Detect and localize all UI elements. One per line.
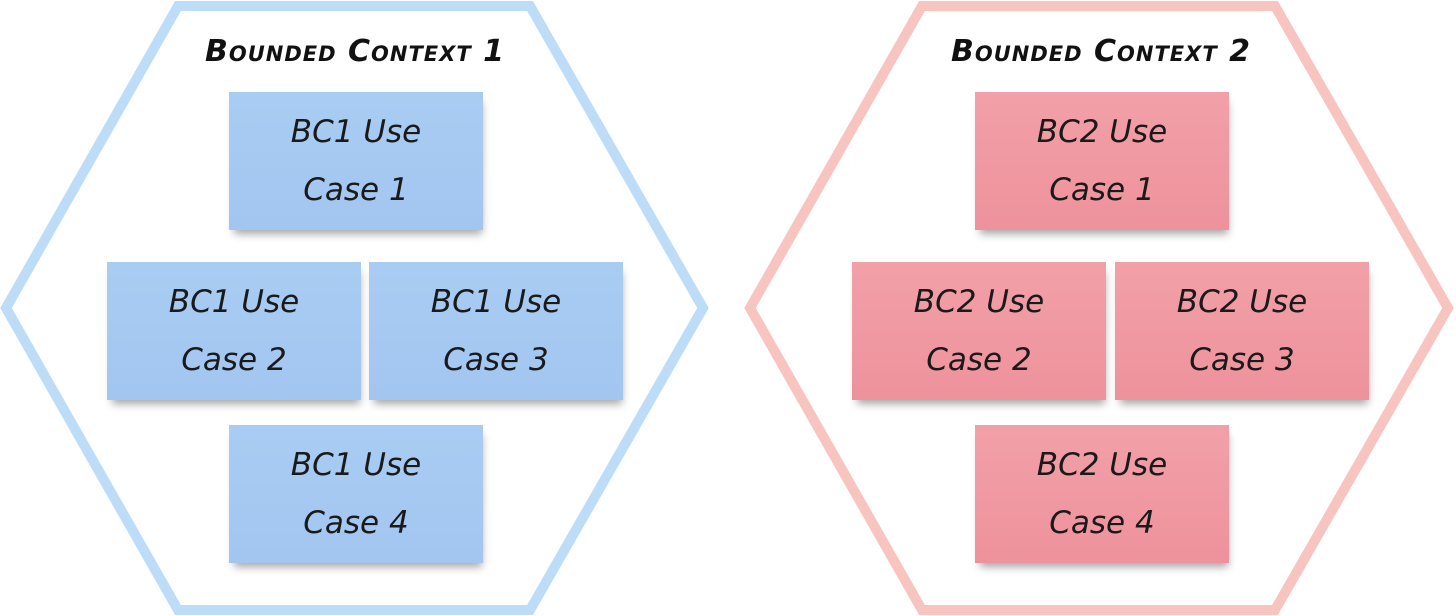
note-line-2: Case 2 bbox=[926, 342, 1032, 378]
note-line-2: Case 4 bbox=[1049, 505, 1155, 541]
note-line-1: BC1 Use bbox=[290, 114, 422, 150]
bc2-use-case-2-note[interactable]: BC2 Use Case 2 bbox=[852, 262, 1106, 400]
bc1-use-case-3-note[interactable]: BC1 Use Case 3 bbox=[369, 262, 623, 400]
note-line-1: BC2 Use bbox=[913, 284, 1045, 320]
bc1-use-case-2-note[interactable]: BC1 Use Case 2 bbox=[107, 262, 361, 400]
note-line-2: Case 4 bbox=[303, 505, 409, 541]
bounded-context-1-title: Bounded Context 1 bbox=[205, 34, 505, 69]
note-line-1: BC1 Use bbox=[168, 284, 300, 320]
bounded-context-2-title: Bounded Context 2 bbox=[951, 34, 1251, 69]
note-line-2: Case 3 bbox=[1189, 342, 1295, 378]
note-line-1: BC2 Use bbox=[1036, 114, 1168, 150]
bc1-use-case-4-note[interactable]: BC1 Use Case 4 bbox=[229, 425, 483, 563]
bc2-use-case-1-note[interactable]: BC2 Use Case 1 bbox=[975, 92, 1229, 230]
bc2-use-case-3-note[interactable]: BC2 Use Case 3 bbox=[1115, 262, 1369, 400]
note-line-2: Case 3 bbox=[443, 342, 549, 378]
note-line-1: BC2 Use bbox=[1176, 284, 1308, 320]
note-line-1: BC1 Use bbox=[290, 447, 422, 483]
note-line-2: Case 1 bbox=[1049, 172, 1155, 208]
bc1-use-case-1-note[interactable]: BC1 Use Case 1 bbox=[229, 92, 483, 230]
note-line-2: Case 2 bbox=[181, 342, 287, 378]
note-line-2: Case 1 bbox=[303, 172, 409, 208]
note-line-1: BC2 Use bbox=[1036, 447, 1168, 483]
bc2-use-case-4-note[interactable]: BC2 Use Case 4 bbox=[975, 425, 1229, 563]
bounded-context-1-hexagon bbox=[0, 1, 709, 615]
note-line-1: BC1 Use bbox=[430, 284, 562, 320]
bounded-context-2-hexagon bbox=[744, 1, 1454, 615]
